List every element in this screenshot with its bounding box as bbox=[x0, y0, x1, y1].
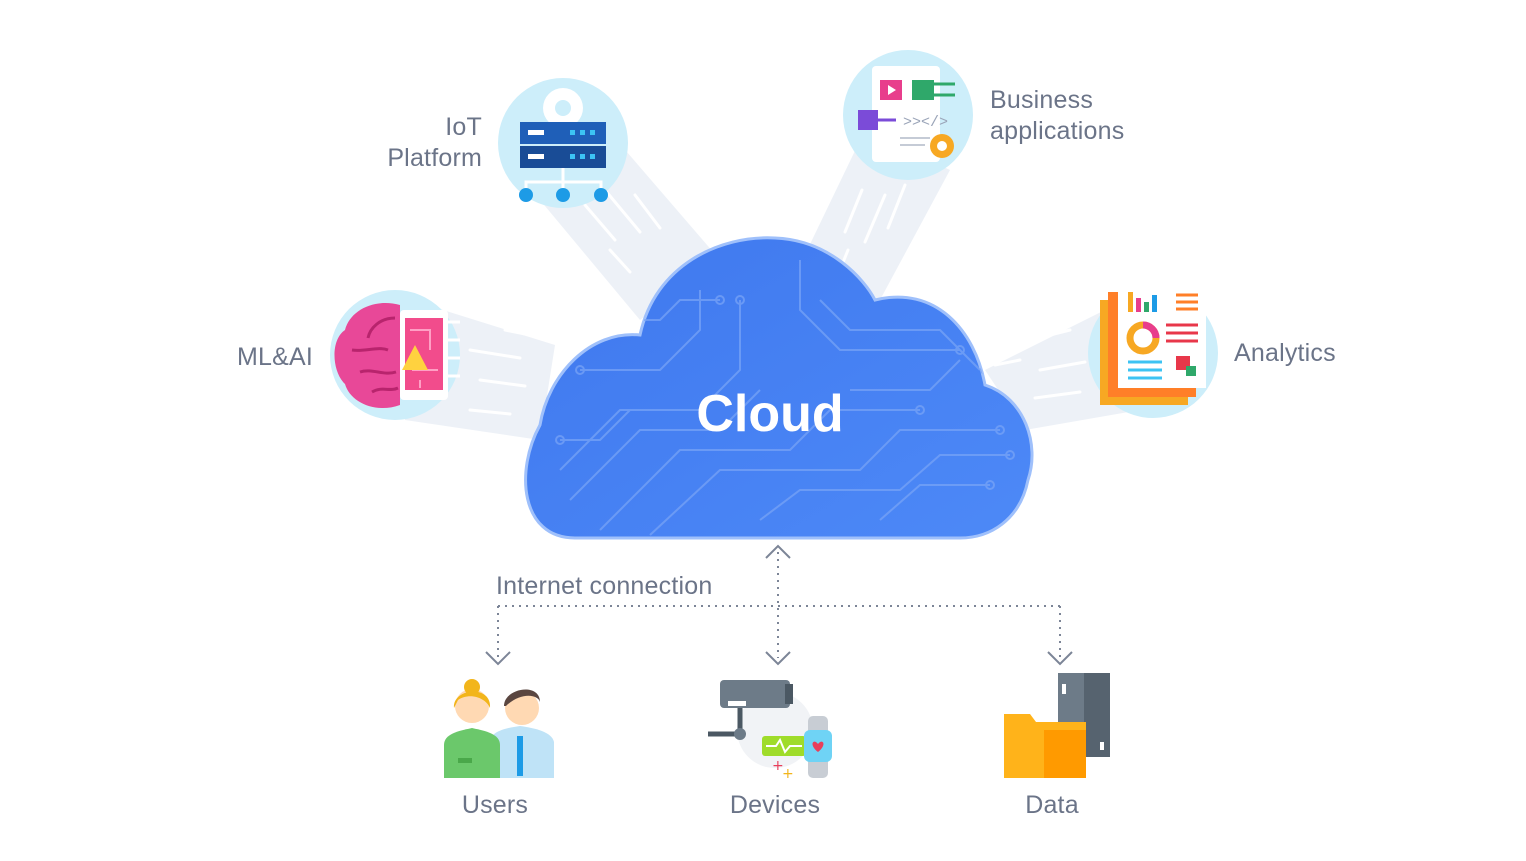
devices-label: Devices bbox=[729, 791, 821, 819]
svg-text:>></>: >></> bbox=[903, 114, 948, 131]
iot-platform-label: IoT Platform bbox=[330, 112, 482, 174]
arrow-down-icon bbox=[485, 651, 511, 666]
svg-text:+: + bbox=[782, 766, 794, 782]
business-label-line2: applications bbox=[990, 117, 1125, 145]
users-label: Users bbox=[461, 791, 529, 819]
internet-connection-label: Internet connection bbox=[496, 572, 713, 600]
business-applications-label: Business applications bbox=[990, 85, 1190, 147]
report-chart-icon bbox=[1100, 283, 1206, 405]
server-gear-icon bbox=[519, 88, 608, 202]
business-applications-node: >></> bbox=[843, 50, 973, 180]
business-label-line1: Business bbox=[990, 86, 1094, 114]
users-icon bbox=[444, 679, 554, 778]
folder-server-icon bbox=[1004, 673, 1110, 778]
iot-platform-node bbox=[498, 78, 628, 208]
cloud bbox=[524, 236, 1034, 540]
connection-arrowheads bbox=[485, 544, 1073, 666]
arrow-down-icon bbox=[1047, 651, 1073, 666]
arrow-up-icon bbox=[765, 544, 791, 559]
app-code-icon: >></> bbox=[858, 66, 955, 162]
cloud-title: Cloud bbox=[696, 385, 844, 443]
internet-connection-lines bbox=[497, 552, 1061, 658]
camera-watch-icon: + + bbox=[708, 680, 832, 782]
brain-chip-icon bbox=[334, 302, 460, 409]
iot-label-line2: Platform bbox=[387, 144, 482, 172]
ml-ai-label: ML&AI bbox=[236, 343, 313, 371]
svg-text:+: + bbox=[772, 758, 784, 774]
ml-ai-node bbox=[330, 290, 460, 420]
analytics-node bbox=[1088, 283, 1218, 418]
analytics-label: Analytics bbox=[1234, 339, 1336, 367]
circuit-pattern bbox=[555, 260, 1015, 536]
data-label: Data bbox=[1025, 791, 1079, 819]
iot-label-line1: IoT bbox=[445, 113, 482, 141]
arrow-down-icon bbox=[765, 651, 791, 666]
